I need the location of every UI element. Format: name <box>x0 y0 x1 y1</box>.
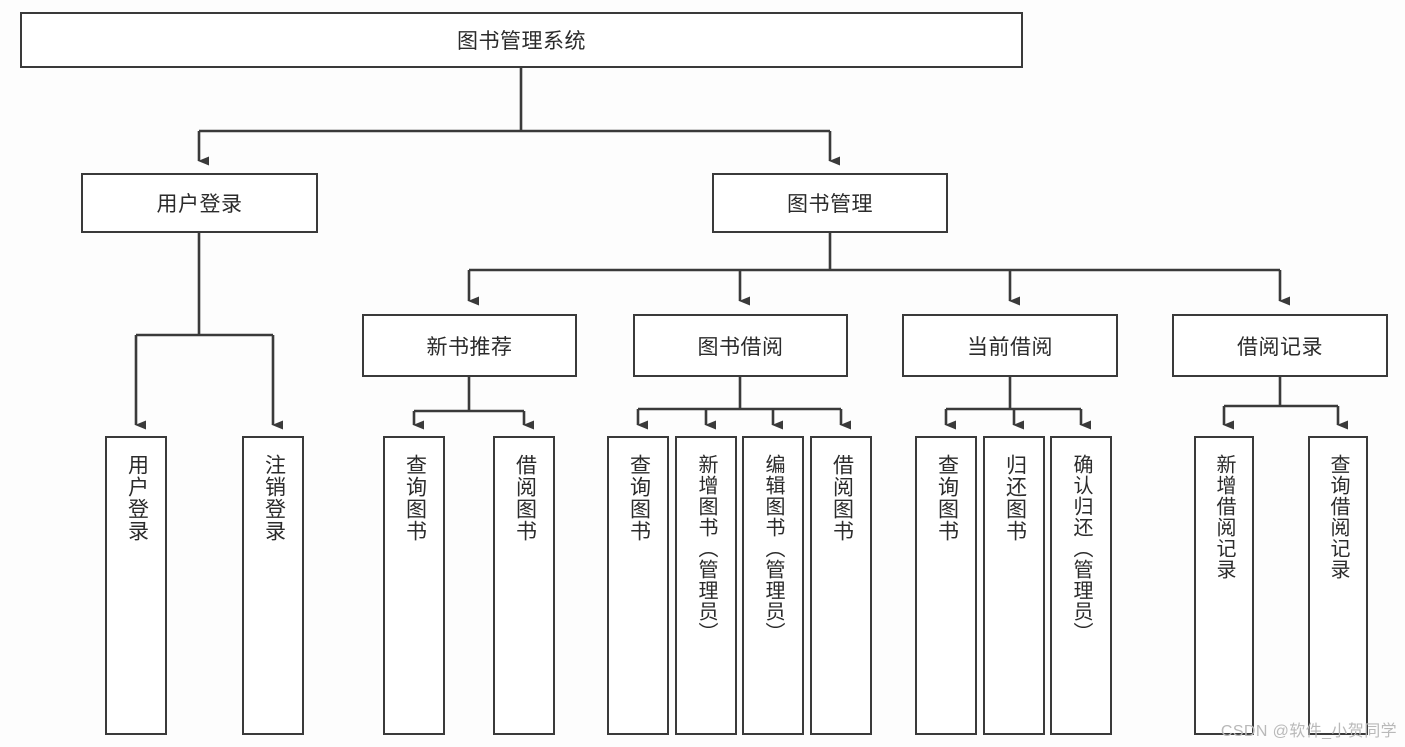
leaf-query-book-2[interactable]: 查询图书 <box>607 436 669 735</box>
node-label: 图书管理系统 <box>457 30 586 53</box>
leaf-label: 用户登录 <box>125 454 149 542</box>
leaf-label: 查询图书 <box>627 454 651 542</box>
leaf-label: 确认归还（管理员） <box>1070 454 1092 643</box>
leaf-label: 编辑图书（管理员） <box>762 454 784 643</box>
leaf-label: 新增借阅记录 <box>1213 454 1235 580</box>
node-user-login[interactable]: 用户登录 <box>81 173 318 233</box>
node-book-borrow[interactable]: 图书借阅 <box>633 314 848 377</box>
leaf-confirm-return[interactable]: 确认归还（管理员） <box>1050 436 1112 735</box>
csdn-watermark: CSDN @软件_小贺同学 <box>1220 723 1397 740</box>
node-root-system[interactable]: 图书管理系统 <box>20 12 1023 68</box>
node-book-manage[interactable]: 图书管理 <box>712 173 948 233</box>
node-label: 图书借阅 <box>697 335 784 359</box>
leaf-label: 查询图书 <box>403 454 427 542</box>
leaf-query-book-1[interactable]: 查询图书 <box>383 436 445 735</box>
node-current-borrow[interactable]: 当前借阅 <box>902 314 1118 377</box>
node-label: 用户登录 <box>156 193 243 216</box>
node-new-book-rec[interactable]: 新书推荐 <box>362 314 577 377</box>
leaf-label: 查询借阅记录 <box>1327 454 1349 580</box>
node-label: 当前借阅 <box>967 335 1053 359</box>
leaf-user-login[interactable]: 用户登录 <box>105 436 167 735</box>
leaf-add-record[interactable]: 新增借阅记录 <box>1194 436 1254 735</box>
node-label: 新书推荐 <box>426 335 513 359</box>
leaf-label: 借阅图书 <box>830 454 854 542</box>
leaf-label: 查询图书 <box>935 454 959 542</box>
leaf-query-record[interactable]: 查询借阅记录 <box>1308 436 1368 735</box>
leaf-borrow-book-1[interactable]: 借阅图书 <box>493 436 555 735</box>
leaf-add-book[interactable]: 新增图书（管理员） <box>675 436 737 735</box>
leaf-borrow-book-2[interactable]: 借阅图书 <box>810 436 872 735</box>
leaf-label: 新增图书（管理员） <box>695 454 717 643</box>
leaf-return-book[interactable]: 归还图书 <box>983 436 1045 735</box>
leaf-query-book-3[interactable]: 查询图书 <box>915 436 977 735</box>
node-label: 图书管理 <box>787 193 873 216</box>
leaf-label: 归还图书 <box>1003 454 1027 542</box>
node-borrow-record[interactable]: 借阅记录 <box>1172 314 1388 377</box>
leaf-logout-login[interactable]: 注销登录 <box>242 436 304 735</box>
leaf-label: 注销登录 <box>262 454 286 542</box>
leaf-label: 借阅图书 <box>513 454 537 542</box>
leaf-edit-book[interactable]: 编辑图书（管理员） <box>742 436 804 735</box>
node-label: 借阅记录 <box>1237 335 1323 359</box>
